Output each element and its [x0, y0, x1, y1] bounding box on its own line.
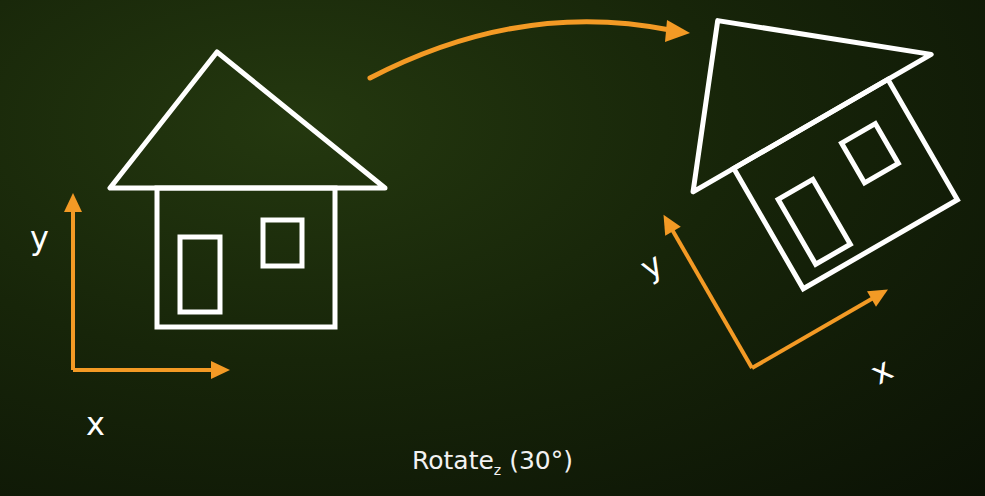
axis-label: y: [635, 247, 667, 284]
axis-label: x: [865, 352, 897, 389]
original-house: [110, 52, 385, 327]
caption-text: (30°): [509, 446, 573, 475]
original-axes: [64, 193, 230, 379]
axis-label: x: [86, 408, 105, 440]
caption-text: Rotate: [412, 446, 494, 475]
arrow-head: [665, 20, 690, 42]
rotated-axes: [656, 136, 893, 380]
rotated-house: [625, 0, 985, 312]
rotated-group: [585, 0, 985, 380]
caption-subscript: z: [494, 462, 501, 478]
caption: Rotatez (30°): [0, 446, 985, 478]
rotation-arrow: [370, 22, 670, 78]
axis-label: y: [30, 222, 49, 254]
